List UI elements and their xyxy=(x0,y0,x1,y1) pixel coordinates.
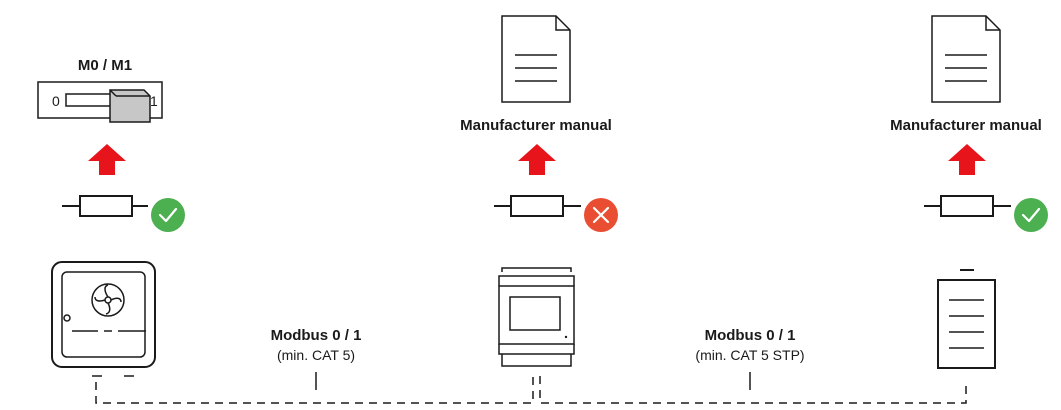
manual-label-right: Manufacturer manual xyxy=(890,117,1042,134)
switch-label-1: 1 xyxy=(150,93,158,109)
check-icon xyxy=(151,198,185,232)
resistor-icon xyxy=(924,195,1011,217)
up-arrow-icon xyxy=(88,144,126,175)
switch-knob xyxy=(109,89,151,123)
manual-label-middle: Manufacturer manual xyxy=(460,117,612,134)
switch-title: M0 / M1 xyxy=(78,57,132,74)
modbus-link-2-title: Modbus 0 / 1 xyxy=(705,327,796,344)
document-icon xyxy=(501,15,571,103)
cross-icon xyxy=(584,198,618,232)
check-icon xyxy=(1014,198,1048,232)
up-arrow-icon xyxy=(948,144,986,175)
up-arrow-icon xyxy=(518,144,556,175)
modbus-link-2-note: (min. CAT 5 STP) xyxy=(695,347,804,363)
switch-label-0: 0 xyxy=(52,93,60,109)
document-icon xyxy=(931,15,1001,103)
modbus-cable xyxy=(95,376,967,404)
resistor-icon xyxy=(62,195,148,217)
modbus-link-1-title: Modbus 0 / 1 xyxy=(271,327,362,344)
inverter-icon xyxy=(51,261,156,377)
termination-switch: 0 1 xyxy=(37,81,163,123)
resistor-icon xyxy=(494,195,581,217)
modbus-link-1-note: (min. CAT 5) xyxy=(277,347,355,363)
energy-meter-icon xyxy=(498,267,575,367)
switch-frame xyxy=(37,81,163,119)
battery-icon xyxy=(937,269,996,369)
